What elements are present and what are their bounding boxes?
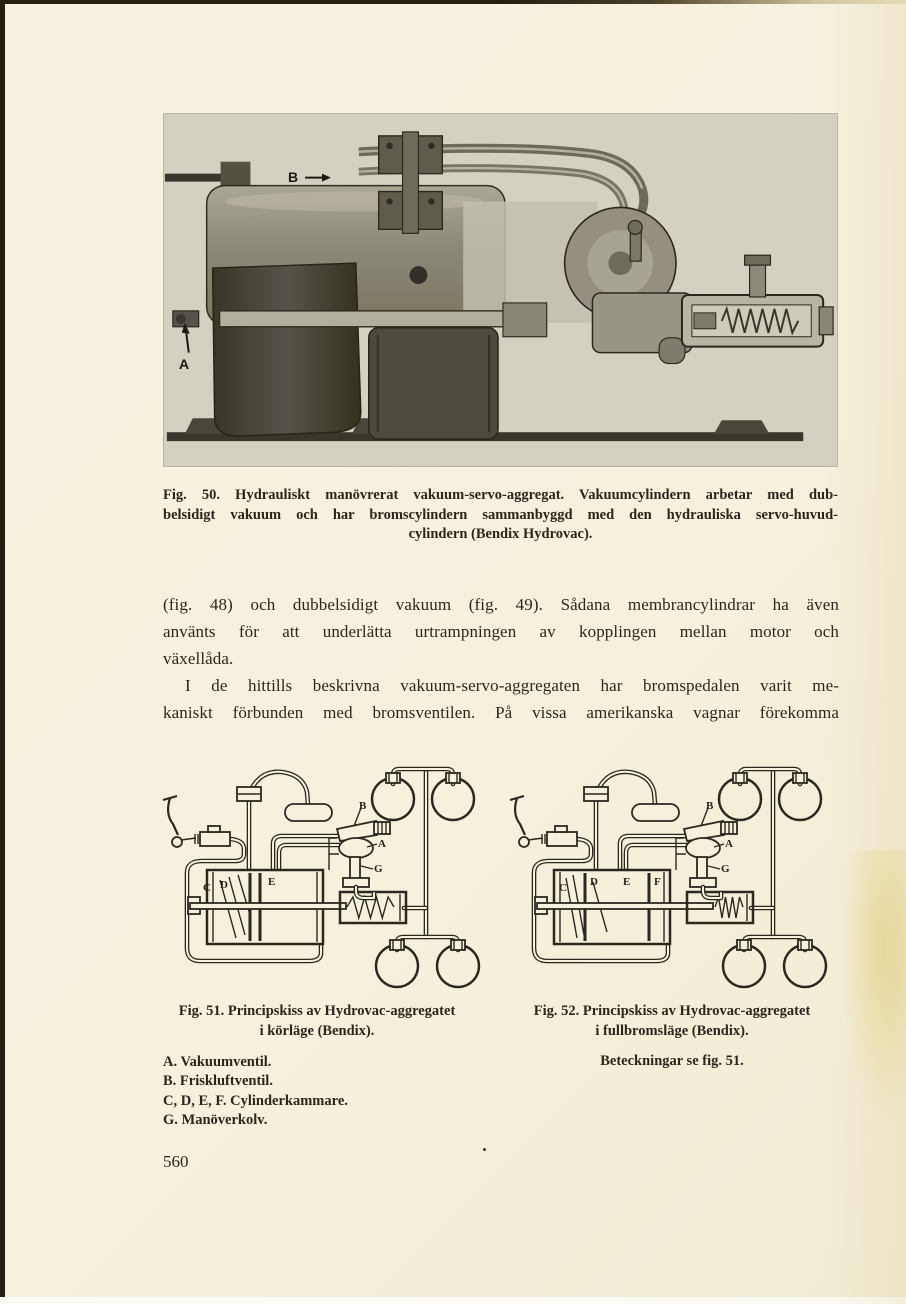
paper-stain: [840, 850, 906, 1130]
fig52-caption-line: i fullbromsläge (Bendix).: [595, 1023, 749, 1039]
fig50-photo: B A: [163, 113, 838, 467]
fig50-illustration: [164, 114, 837, 466]
fig50-pointer-label-a: A: [179, 356, 190, 372]
fig52-label-b: B: [706, 800, 714, 812]
fig52-diagram: B A G C D E F: [497, 742, 829, 994]
fig51-label-b: B: [359, 800, 367, 812]
page-number: 560: [163, 1152, 189, 1171]
fig51-label-c: C: [203, 882, 211, 894]
fig51-label-a: A: [378, 838, 386, 850]
fig52-label-e: E: [623, 876, 631, 888]
body-line: (fig. 48) och dubbelsidigt vakuum (fig. …: [163, 595, 839, 614]
fig51-diagram: B A G C D E: [150, 742, 482, 994]
fig52-label-g: G: [721, 863, 730, 875]
fig50-caption-line: cylindern (Bendix Hydrovac).: [408, 526, 593, 542]
body-line: I de hittills beskrivna vakuum-servo-agg…: [185, 676, 839, 695]
fig51-label-d: D: [220, 879, 228, 891]
legend-item: C, D, E, F. Cylinderkammare.: [163, 1092, 348, 1109]
fig52-label-f: F: [654, 876, 661, 888]
legend-item: G. Manöverkolv.: [163, 1112, 268, 1129]
legend-item: B. Friskluftventil.: [163, 1073, 273, 1090]
fig52-label-a: A: [725, 838, 733, 850]
body-line: använts för att underlätta urtrampningen…: [163, 622, 839, 641]
fig50-pointer-label-b: B: [288, 169, 299, 185]
page-left-edge: [0, 0, 5, 1297]
fig50-caption: Fig. 50. Hydrauliskt manövrerat vakuum-s…: [163, 486, 838, 545]
fig52-label-d: D: [590, 876, 598, 888]
fig51-caption-line: i körläge (Bendix).: [259, 1023, 375, 1039]
fig51-label-g: G: [374, 863, 383, 875]
fig52-label-c: C: [559, 882, 567, 894]
fig52-note: Beteckningar se fig. 51.: [600, 1053, 744, 1069]
body-line: växellåda.: [163, 649, 234, 668]
fig50-caption-line: Fig. 50. Hydrauliskt manövrerat vakuum-s…: [163, 487, 838, 503]
print-speck: [483, 1148, 486, 1151]
fig51-caption-line: Fig. 51. Principskiss av Hydrovac-aggreg…: [178, 1003, 456, 1019]
fig52-caption: Fig. 52. Principskiss av Hydrovac-aggreg…: [513, 1001, 831, 1041]
fig50-caption-line: belsidigt vakuum och har bromscylindern …: [163, 506, 838, 523]
body-line: kaniskt förbunden med bromsventilen. På …: [163, 703, 839, 722]
body-text: (fig. 48) och dubbelsidigt vakuum (fig. …: [163, 591, 839, 726]
fig51-legend: A. Vakuumventil. B. Friskluftventil. C, …: [163, 1053, 348, 1131]
fig51-caption: Fig. 51. Principskiss av Hydrovac-aggreg…: [158, 1001, 476, 1041]
fig51-label-e: E: [268, 876, 276, 888]
fig52-caption-line: Fig. 52. Principskiss av Hydrovac-aggreg…: [533, 1003, 811, 1019]
page-bottom-edge: [0, 1297, 906, 1304]
legend-item: A. Vakuumventil.: [163, 1054, 272, 1070]
page-top-edge: [0, 0, 906, 4]
